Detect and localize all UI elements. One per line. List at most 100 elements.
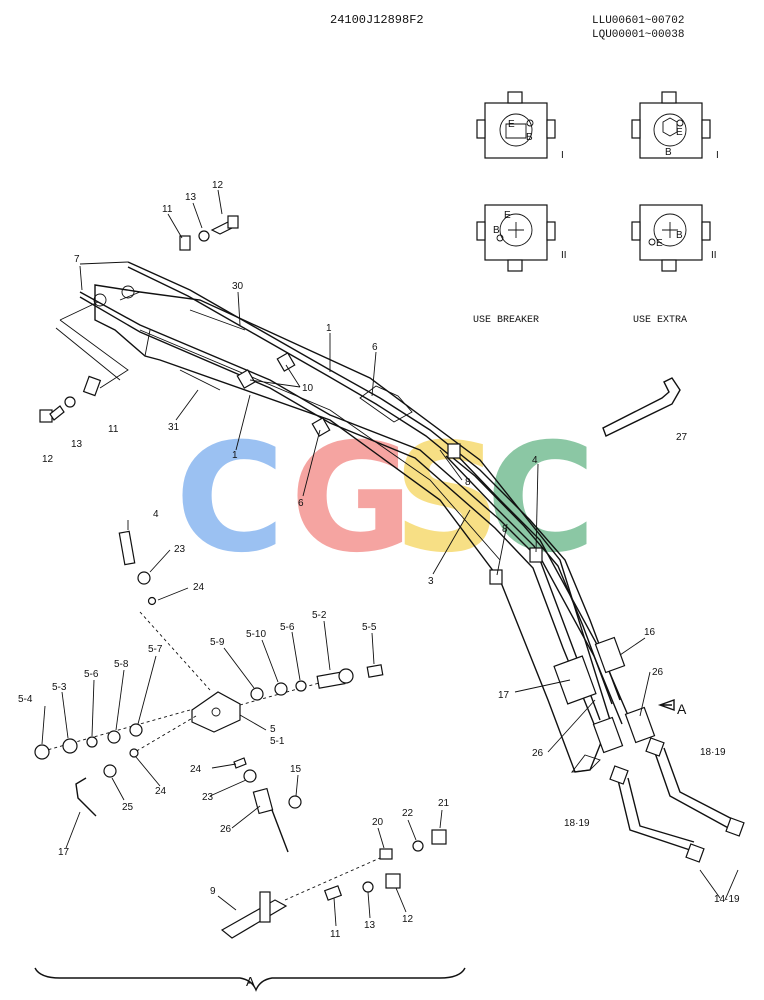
valve-view-breaker-2: E B xyxy=(476,204,556,272)
washer-13-top xyxy=(198,230,210,242)
callout-23: 23 xyxy=(174,544,186,555)
detail-a-bracket xyxy=(34,967,466,992)
callout-23: 23 xyxy=(202,792,214,803)
port-b-label: B xyxy=(676,230,683,241)
callout-15: 15 xyxy=(290,764,302,775)
part-number: 24100J12898F2 xyxy=(330,13,424,27)
callout-11: 11 xyxy=(162,204,173,215)
callout-24: 24 xyxy=(193,582,205,593)
valve-view-extra-1: E B xyxy=(631,91,711,159)
fitting-23-b xyxy=(243,769,257,783)
seal-5-3 xyxy=(62,738,78,754)
callout-3: 3 xyxy=(428,576,434,587)
callout-5-4: 5-4 xyxy=(18,694,33,705)
bracket-9 xyxy=(220,891,288,939)
callout-26: 26 xyxy=(652,667,664,678)
callout-6: 6 xyxy=(372,342,378,353)
callout-5-1: 5-1 xyxy=(270,736,285,747)
port-b-label: B xyxy=(526,132,533,143)
serial-range-1: LLU00601~00702 xyxy=(592,15,685,27)
hex-wrench xyxy=(602,377,681,437)
plunger-5-2 xyxy=(316,668,354,689)
seal-5-10 xyxy=(274,682,288,696)
seal-5-9 xyxy=(250,687,264,701)
tee-26 xyxy=(252,787,289,853)
callout-5-6: 5-6 xyxy=(280,622,295,633)
callout-18-19: 18·19 xyxy=(700,747,726,758)
callout-24: 24 xyxy=(155,786,167,797)
callout-21: 21 xyxy=(438,798,450,809)
oring-24-b xyxy=(129,748,139,758)
callouts: 12 13 11 7 30 1 6 10 31 12 13 11 1 6 8 4… xyxy=(18,180,740,940)
callout-22: 22 xyxy=(402,808,414,819)
watermark-letter-c1: C xyxy=(175,412,285,586)
cap-15 xyxy=(288,795,302,809)
callout-27: 27 xyxy=(676,432,688,443)
callout-5-6: 5-6 xyxy=(84,669,99,680)
valve-mark-2b: II xyxy=(711,250,717,261)
valve-mark-1a: I xyxy=(561,150,564,161)
callout-16: 16 xyxy=(644,627,656,638)
callout-5: 5 xyxy=(270,724,276,735)
callout-20: 20 xyxy=(372,817,384,828)
callout-4: 4 xyxy=(153,509,159,520)
callout-5-5: 5-5 xyxy=(362,622,377,633)
detail-a-label: A xyxy=(246,974,255,989)
callout-11: 11 xyxy=(108,424,119,435)
port-e-label: E xyxy=(508,119,515,130)
callout-8: 8 xyxy=(502,524,508,535)
callout-25: 25 xyxy=(122,802,134,813)
bolt-12-a xyxy=(385,873,401,889)
oring-24 xyxy=(147,596,157,606)
callout-18-19: 18·19 xyxy=(564,818,590,829)
oring-5-6-left xyxy=(86,736,98,748)
valve-view-extra-2: B E xyxy=(631,204,711,272)
callout-13: 13 xyxy=(71,439,83,450)
use-breaker-caption: USE BREAKER xyxy=(473,315,539,326)
use-extra-caption: USE EXTRA xyxy=(633,315,687,326)
callout-6: 6 xyxy=(298,498,304,509)
nipple-24-c xyxy=(233,757,247,769)
stud-4 xyxy=(118,530,136,566)
callout-4: 4 xyxy=(532,455,538,466)
bolt-12-top xyxy=(210,215,239,235)
callout-7: 7 xyxy=(74,254,80,265)
serial-range-2: LQU00001~00038 xyxy=(592,29,685,41)
callout-26: 26 xyxy=(220,824,232,835)
callout-10: 10 xyxy=(302,383,314,394)
fitting-23 xyxy=(137,571,151,585)
ring-5-7 xyxy=(129,723,143,737)
port-b-label: B xyxy=(665,147,672,158)
callout-5-3: 5-3 xyxy=(52,682,67,693)
elbow-17 xyxy=(75,777,97,817)
arrow-a xyxy=(657,699,675,711)
block-5 xyxy=(191,691,241,733)
callout-5-7: 5-7 xyxy=(148,644,163,655)
port-e-label: E xyxy=(676,127,683,138)
leader-lines xyxy=(41,189,739,927)
oring-5-6 xyxy=(295,680,307,692)
hydraulic-pipes xyxy=(79,235,631,725)
callout-5-8: 5-8 xyxy=(114,659,129,670)
callout-30: 30 xyxy=(232,281,244,292)
washer-13-a xyxy=(362,881,374,893)
hose-18-19-right xyxy=(645,737,745,837)
callout-1: 1 xyxy=(232,450,238,461)
port-e-label: E xyxy=(656,238,663,249)
washer-13-left xyxy=(64,396,76,408)
callout-9: 9 xyxy=(210,886,216,897)
callout-14-19: 14·19 xyxy=(714,894,740,905)
port-e-label: E xyxy=(504,210,511,221)
callout-8: 8 xyxy=(465,477,471,488)
valve-mark-2a: II xyxy=(561,250,567,261)
callout-5-10: 5-10 xyxy=(246,629,266,640)
callout-12: 12 xyxy=(212,180,224,191)
arrow-a-label: A xyxy=(677,701,687,717)
callout-1: 1 xyxy=(326,323,332,334)
callout-31: 31 xyxy=(168,422,180,433)
callout-12: 12 xyxy=(42,454,54,465)
callout-5-2: 5-2 xyxy=(312,610,327,621)
bolt-12-left xyxy=(39,405,65,423)
seal-5-8 xyxy=(107,730,121,744)
